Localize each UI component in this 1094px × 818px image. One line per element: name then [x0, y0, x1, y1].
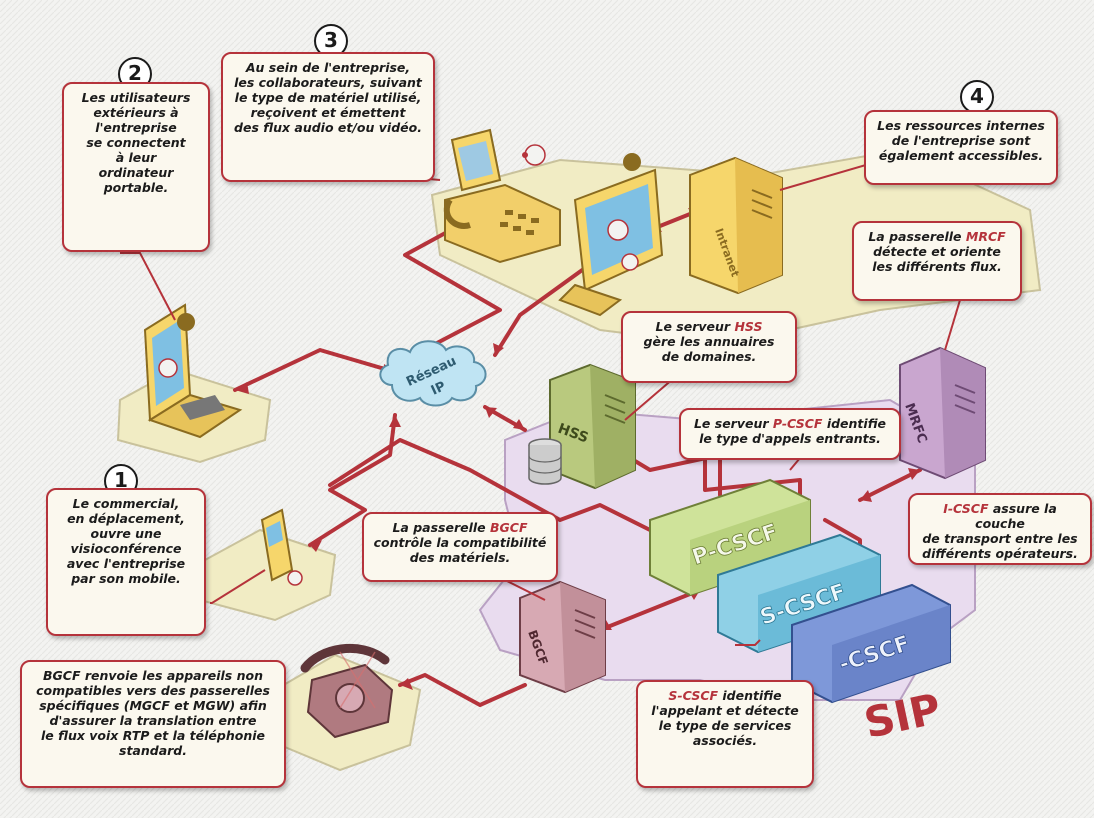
- mobile-phone-icon: [260, 508, 303, 586]
- callout-line: gère les annuaires: [643, 334, 775, 349]
- callout-highlight: I-CSCF: [943, 501, 989, 516]
- hss-server-icon: HSS: [528, 363, 636, 490]
- callout-text: identifie: [822, 416, 887, 431]
- callout-highlight: MRCF: [965, 229, 1006, 244]
- callout-step-2: Les utilisateurs extérieurs à l'entrepri…: [62, 82, 210, 252]
- callout-text: La passerelle: [392, 520, 491, 535]
- icscf-block: -CSCF: [791, 583, 951, 704]
- callout-line: les différents flux.: [872, 259, 1002, 274]
- callout-line: différents opérateurs.: [922, 546, 1078, 561]
- callout-highlight: P-CSCF: [772, 416, 823, 431]
- callout-line: Les utilisateurs: [81, 90, 191, 105]
- legacy-telephone-icon: [300, 643, 394, 739]
- callout-pcscf: Le serveur P-CSCF identifie le type d'ap…: [679, 408, 901, 460]
- callout-line: portable.: [103, 180, 169, 195]
- callout-line: de l'entreprise sont: [891, 133, 1031, 148]
- callout-line: détecte et oriente: [873, 244, 1001, 259]
- callout-line: Le commercial,: [72, 496, 180, 511]
- callout-line: contrôle la compatibilité: [373, 535, 547, 550]
- callout-line: le type de services: [658, 718, 792, 733]
- callout-line: Le serveur HSS: [631, 319, 787, 334]
- video-terminal-icon: [558, 153, 664, 317]
- callout-text: identifie: [718, 688, 782, 703]
- callout-line: d'assurer la translation entre: [49, 713, 257, 728]
- callout-line: spécifiques (MGCF et MGW) afin: [39, 698, 267, 713]
- callout-line: ouvre une: [90, 526, 162, 541]
- desk-phone-icon: [443, 128, 561, 264]
- callout-line: reçoivent et émettent: [250, 105, 406, 120]
- callout-line: ordinateur: [98, 165, 174, 180]
- callout-line: S-CSCF identifie: [646, 688, 804, 703]
- callout-line: le flux voix RTP et la téléphonie: [41, 728, 265, 743]
- network-links: [233, 208, 922, 707]
- intranet-server-icon: Intranet: [689, 156, 783, 295]
- callout-line: avec l'entreprise: [66, 556, 186, 571]
- callout-line: Le serveur P-CSCF identifie: [689, 416, 891, 431]
- step-4-badge: 4: [960, 80, 994, 114]
- callout-line: La passerelle MRCF: [862, 229, 1012, 244]
- callout-line: compatibles vers des passerelles: [36, 683, 270, 698]
- callout-line: le type d'appels entrants.: [699, 431, 881, 446]
- callout-line: par son mobile.: [71, 571, 181, 586]
- callout-line: également accessibles.: [878, 148, 1044, 163]
- callout-text: Le serveur: [655, 319, 735, 334]
- callout-line: à leur: [115, 150, 157, 165]
- callout-line: en déplacement,: [67, 511, 185, 526]
- callout-line: des matériels.: [409, 550, 511, 565]
- callout-line: Les ressources internes: [877, 118, 1045, 133]
- callout-text: assure la couche: [975, 501, 1057, 531]
- callout-text: Le serveur: [693, 416, 773, 431]
- callout-scscf: S-CSCF identifie l'appelant et détecte l…: [636, 680, 814, 788]
- callout-line: standard.: [119, 743, 187, 758]
- callout-line: associés.: [692, 733, 758, 748]
- callout-line: l'entreprise: [95, 120, 177, 135]
- callout-line: visioconférence: [70, 541, 182, 556]
- callout-line: Au sein de l'entreprise,: [245, 60, 411, 75]
- callout-line: l'appelant et détecte: [651, 703, 799, 718]
- callout-line: se connectent: [86, 135, 186, 150]
- callout-step-3: Au sein de l'entreprise, les collaborate…: [221, 52, 435, 182]
- callout-line: de domaines.: [661, 349, 757, 364]
- callout-text: La passerelle: [868, 229, 966, 244]
- callout-highlight: HSS: [734, 319, 763, 334]
- callout-step-4: Les ressources internes de l'entreprise …: [864, 110, 1058, 185]
- callout-line: le type de matériel utilisé,: [234, 90, 422, 105]
- callout-line: de transport entre les: [922, 531, 1078, 546]
- callout-line: La passerelle BGCF: [372, 520, 548, 535]
- callout-line: I-CSCF assure la couche: [918, 501, 1082, 531]
- callout-line: extérieurs à: [93, 105, 179, 120]
- cloud-label-ip: IP: [429, 379, 448, 399]
- ip-network-cloud: Réseau IP: [379, 340, 487, 407]
- callout-bgcf-note: BGCF renvoie les appareils non compatibl…: [20, 660, 286, 788]
- callout-hss: Le serveur HSS gère les annuaires de dom…: [621, 311, 797, 383]
- callout-bgcf: La passerelle BGCF contrôle la compatibi…: [362, 512, 558, 582]
- callout-highlight: S-CSCF: [668, 688, 719, 703]
- laptop-icon: [143, 303, 243, 439]
- callout-line: des flux audio et/ou vidéo.: [234, 120, 422, 135]
- mrfc-server-icon: MRFC: [899, 346, 986, 480]
- callout-mrcf: La passerelle MRCF détecte et oriente le…: [852, 221, 1022, 301]
- bgcf-server-icon: BGCF: [519, 580, 606, 694]
- callout-line: BGCF renvoie les appareils non: [43, 668, 263, 683]
- callout-highlight: BGCF: [490, 520, 528, 535]
- callout-step-1: Le commercial, en déplacement, ouvre une…: [46, 488, 206, 636]
- callout-icscf: I-CSCF assure la couche de transport ent…: [908, 493, 1092, 565]
- callout-line: les collaborateurs, suivant: [234, 75, 422, 90]
